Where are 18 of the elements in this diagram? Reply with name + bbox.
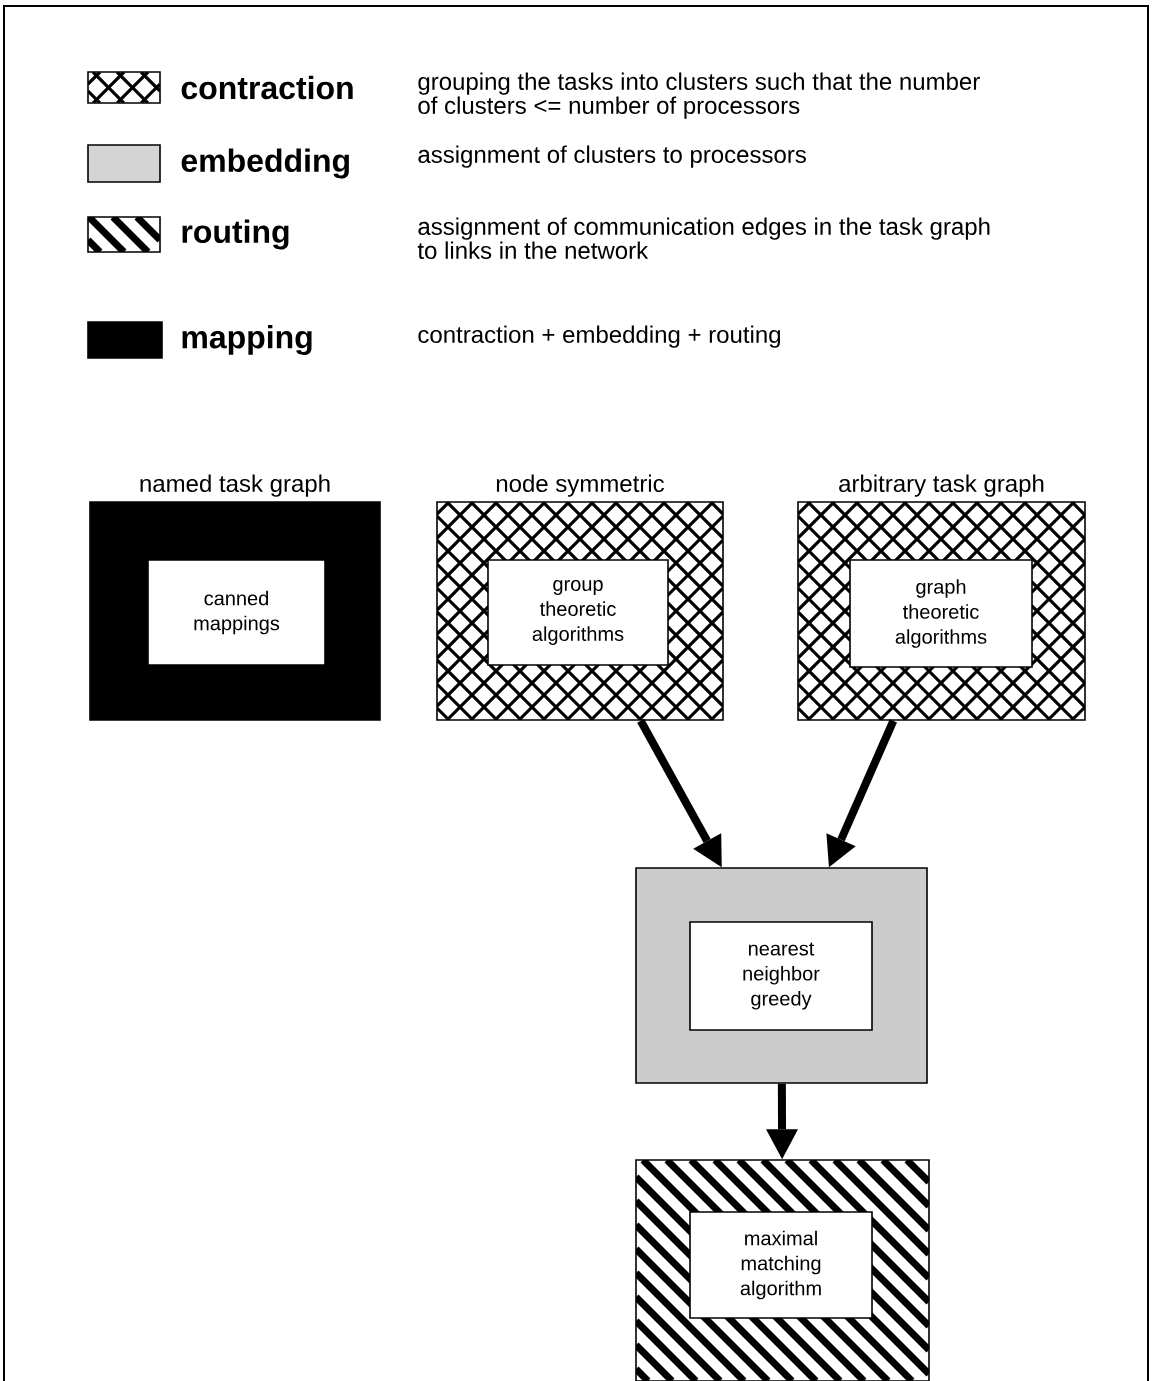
legend-label: embedding bbox=[181, 148, 349, 179]
node-label: arbitrary task graph bbox=[839, 474, 1044, 497]
inner-box: canned mappings bbox=[147, 559, 326, 666]
inner-box: maximal matching algorithm bbox=[689, 1211, 873, 1319]
node-label: node symmetric bbox=[496, 474, 665, 497]
arrow bbox=[826, 719, 897, 868]
description-text: assignment of clusters to processors bbox=[418, 145, 806, 168]
node-label: named task graph bbox=[140, 474, 330, 497]
description-text: contraction + embedding + routing bbox=[418, 325, 780, 348]
arrow bbox=[637, 718, 722, 868]
inner-box: graph theoretic algorithms bbox=[849, 559, 1033, 668]
legend-label: contraction bbox=[181, 75, 353, 100]
inner-box: group theoretic algorithms bbox=[487, 559, 669, 666]
legend-label: mapping bbox=[182, 325, 312, 355]
legend-label: routing bbox=[182, 219, 289, 250]
description-text: assignment of communication edges in the task graph to links in the network bbox=[417, 217, 990, 259]
description-text: grouping the tasks into clusters such that the number of clusters <= number of processors bbox=[418, 72, 980, 119]
inner-box: nearest neighbor greedy bbox=[689, 921, 873, 1031]
